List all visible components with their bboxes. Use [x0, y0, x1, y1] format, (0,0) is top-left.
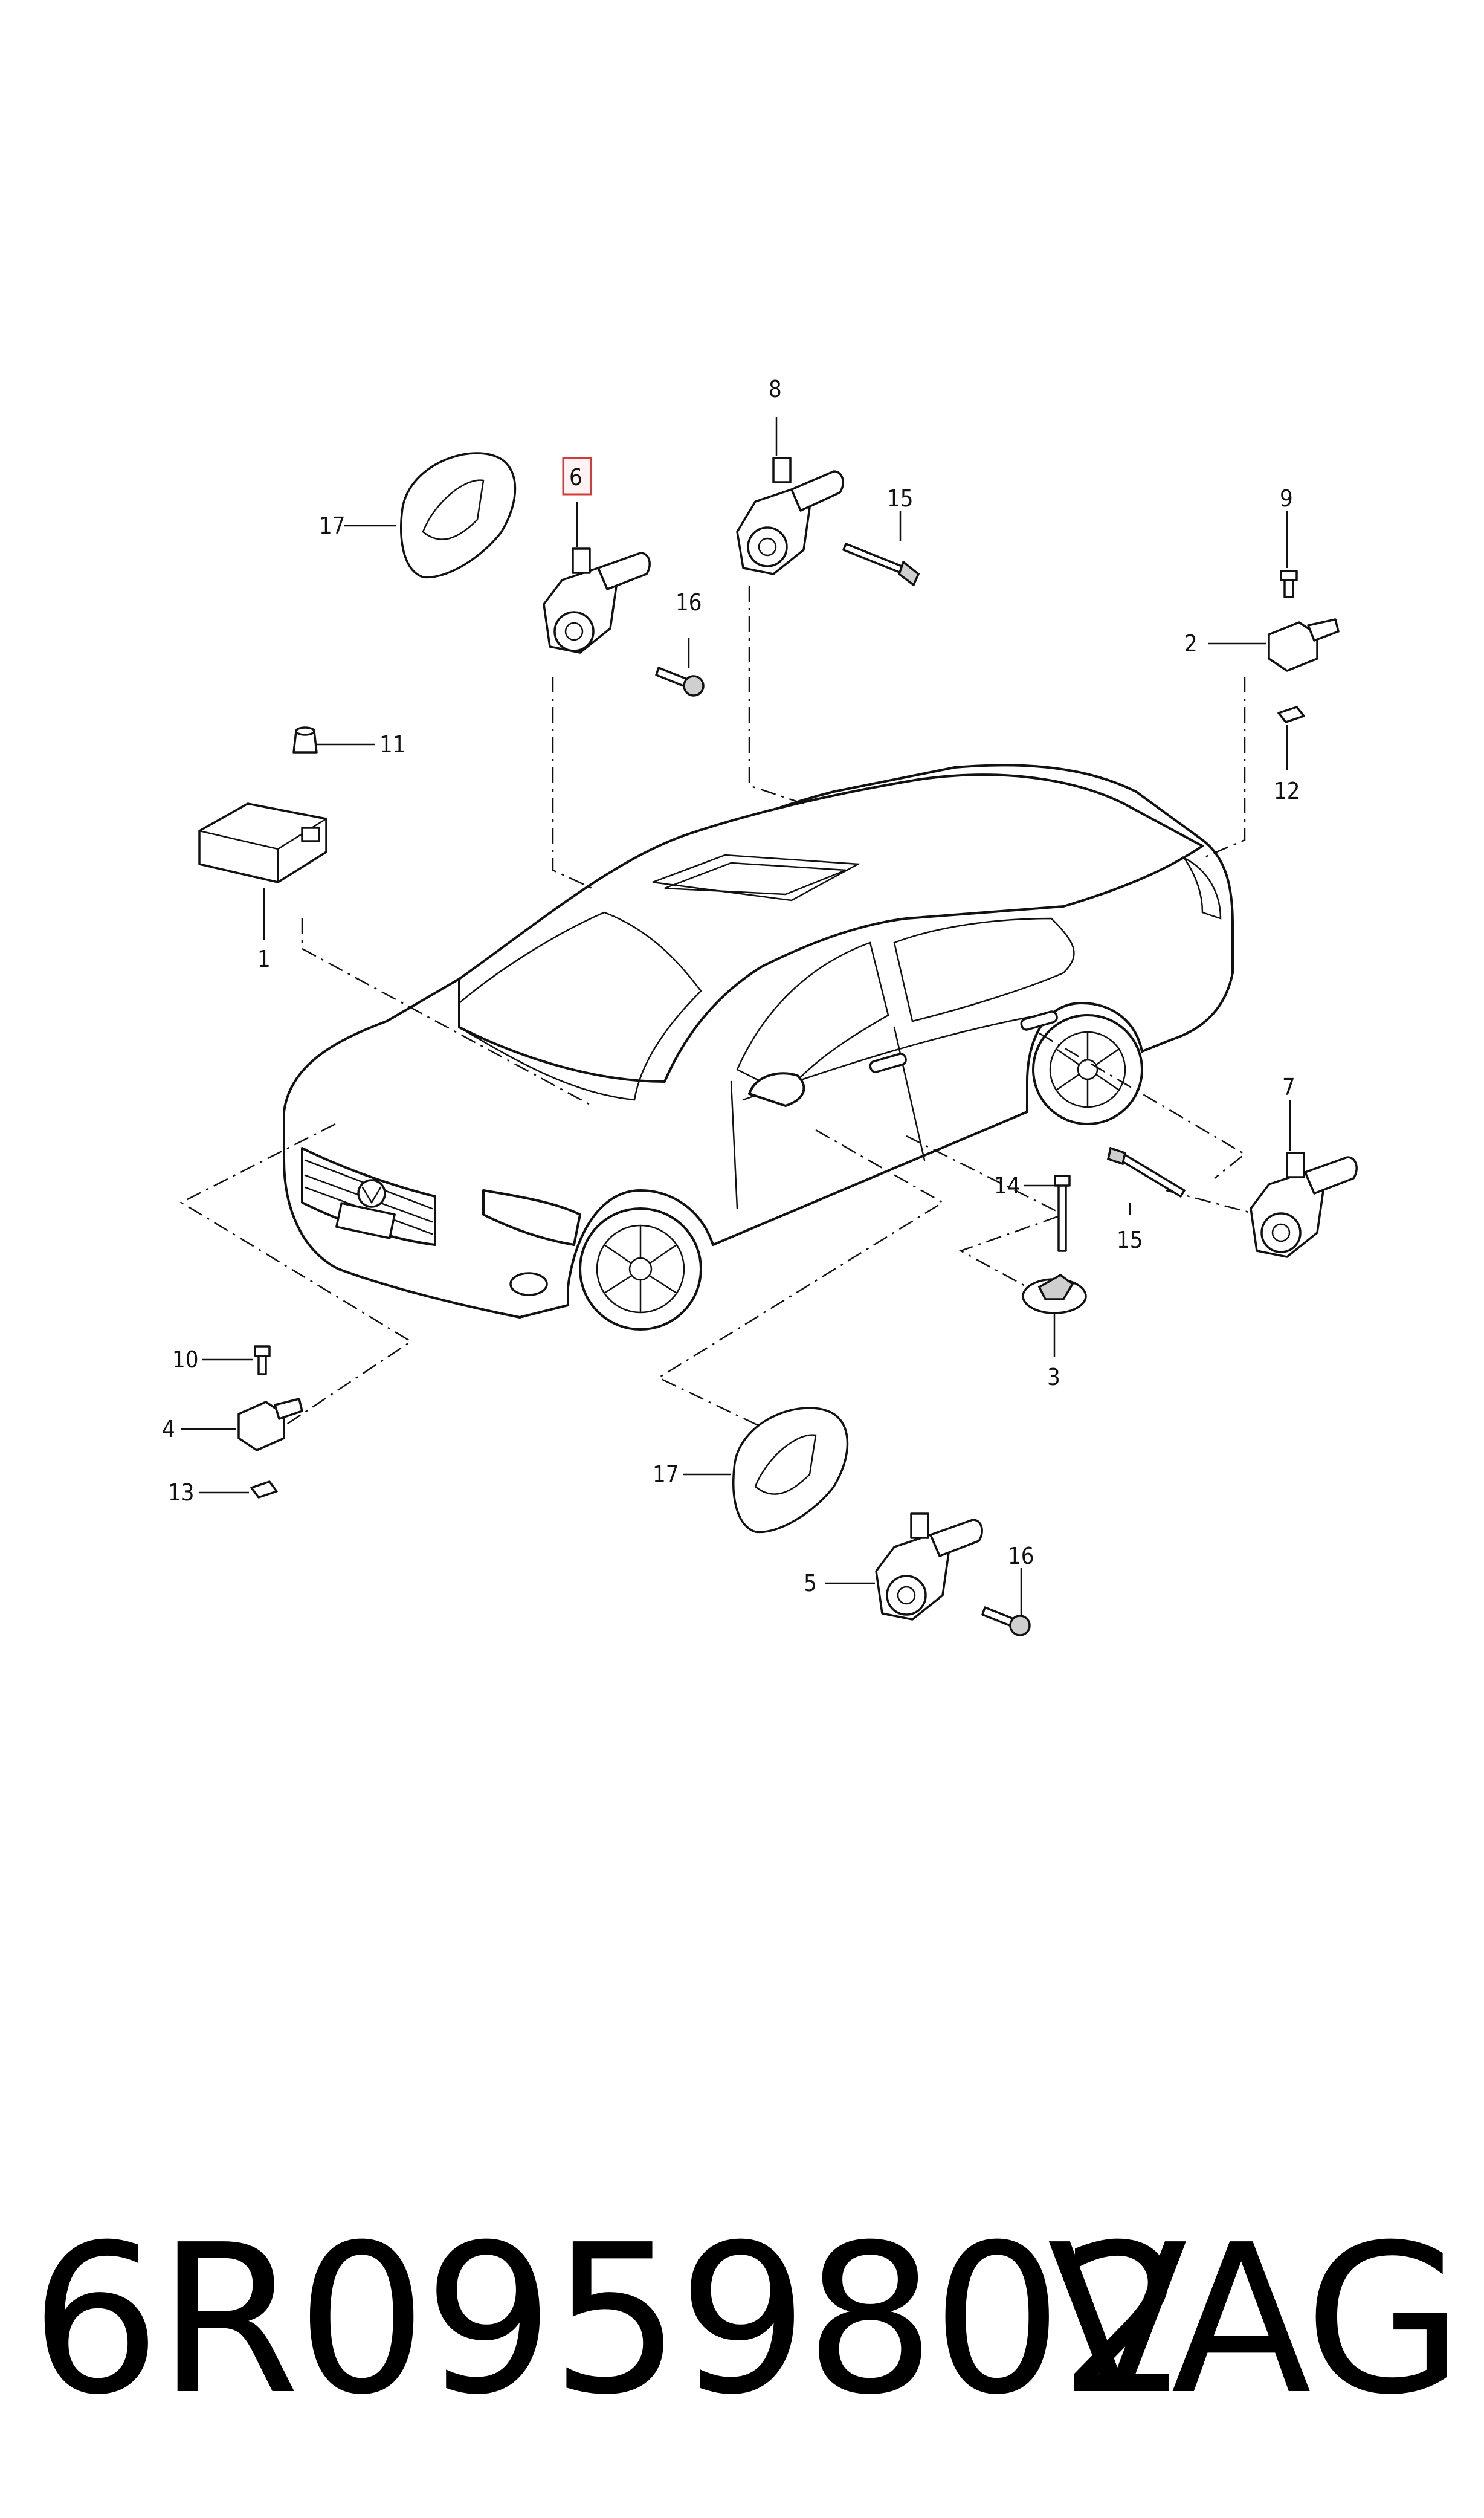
window-motor-part-7	[1250, 1152, 1358, 1258]
pad-ring-part-17-bottom	[732, 1407, 849, 1534]
callout-8: 8	[769, 376, 782, 402]
dashed-leader-lines	[179, 586, 1282, 1445]
callout-6-highlight-box	[562, 457, 592, 496]
part-number: 6R0959802	[30, 2201, 1190, 2440]
nut-part-13	[250, 1480, 278, 1499]
callout-14: 14	[994, 1172, 1021, 1199]
callout-4: 4	[162, 1416, 175, 1442]
callout-16-bottom: 16	[1008, 1543, 1034, 1569]
bolt-part-15-bottom	[1106, 1146, 1186, 1198]
window-motor-part-8	[736, 457, 844, 575]
callout-11: 11	[379, 731, 406, 758]
brand-label: VAG	[1047, 2201, 1463, 2440]
window-motor-part-6	[543, 547, 651, 654]
callout-17-top: 17	[319, 512, 346, 539]
bolt-part-9	[1280, 570, 1298, 598]
callout-3: 3	[1047, 1364, 1060, 1390]
callout-6: 6	[569, 464, 582, 491]
callout-13: 13	[168, 1479, 195, 1506]
sensor-part-4	[237, 1398, 303, 1451]
rear-wheel	[1032, 1014, 1143, 1125]
callout-15-bottom: 15	[1117, 1227, 1143, 1253]
callout-labels: 17 6 16 8 15 9 2 12 11 1 7 14 15 3 10 4 …	[162, 376, 1300, 1596]
callout-17-bottom: 17	[653, 1461, 679, 1488]
car-illustration	[283, 764, 1234, 1331]
footer: 6R0959802 VAG	[0, 2200, 1484, 2441]
control-unit-part-1	[198, 802, 327, 883]
bolt-part-10	[254, 1345, 271, 1375]
callout-16-top: 16	[676, 589, 702, 616]
callout-15-top: 15	[887, 485, 914, 512]
callout-7: 7	[1282, 1074, 1295, 1100]
callout-10: 10	[172, 1346, 199, 1373]
pad-ring-part-17-top	[400, 452, 517, 579]
bolt-part-15-top	[842, 543, 920, 587]
screw-part-16-bottom	[981, 1606, 1031, 1636]
callout-5: 5	[804, 1570, 817, 1596]
callout-12: 12	[1274, 778, 1300, 804]
front-wheel	[579, 1207, 702, 1331]
callout-leaders	[181, 417, 1291, 1615]
window-motor-part-5	[875, 1512, 983, 1621]
callout-1: 1	[257, 946, 271, 972]
nut-part-12	[1277, 706, 1305, 723]
nut-part-11	[292, 726, 318, 754]
callout-2: 2	[1184, 630, 1198, 657]
round-sensor-part-3	[1022, 1273, 1087, 1314]
parts-diagram: 17 6 16 8 15 9 2 12 11 1 7 14 15 3 10 4 …	[162, 376, 1358, 1636]
screw-part-16-top	[655, 667, 705, 697]
callout-9: 9	[1280, 485, 1293, 512]
sensor-part-2	[1268, 618, 1340, 672]
stud-part-14	[1054, 1175, 1071, 1252]
